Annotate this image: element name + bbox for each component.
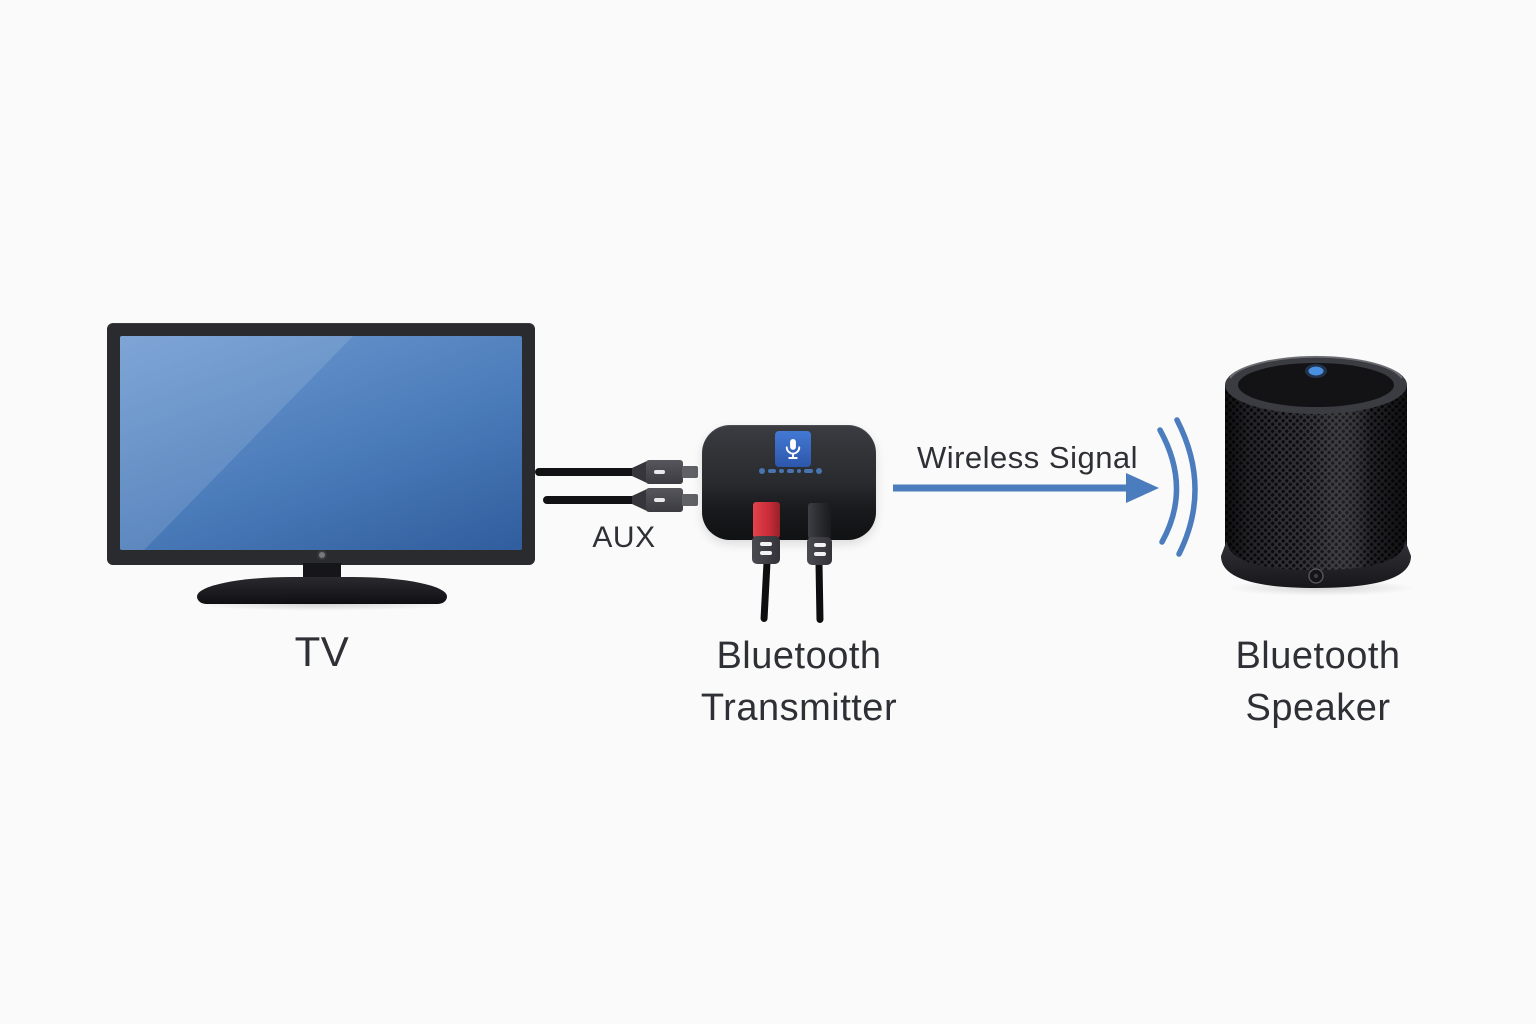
- indicator-lights: [759, 468, 822, 474]
- wave-arc-inner: [1157, 427, 1180, 545]
- tv-screen: [120, 336, 522, 550]
- tv-stand-base: [197, 577, 447, 604]
- indicator-mark: [787, 469, 794, 473]
- speaker-illustration: [1221, 355, 1411, 588]
- plug-sleeve-red: [752, 536, 780, 564]
- rca-cable-black: [815, 560, 824, 624]
- speaker-label-line1: Bluetooth: [1235, 635, 1401, 677]
- plug-sleeve-black: [807, 537, 832, 565]
- aux-connector-taper: [632, 489, 647, 511]
- aux-connector-body: [646, 488, 683, 512]
- transmitter-label-line2: Transmitter: [700, 687, 898, 729]
- microphone-glyph: [785, 439, 801, 459]
- wave-arc-outer: [1174, 417, 1198, 557]
- tv-shadow: [190, 597, 454, 611]
- speaker-label-line2: Speaker: [1245, 687, 1391, 729]
- transmitter-body: [702, 425, 876, 540]
- indicator-mark: [804, 469, 813, 473]
- rca-cable-red: [760, 559, 771, 623]
- aux-connector-tip: [682, 466, 698, 478]
- indicator-dot: [816, 468, 822, 474]
- aux-connector-body: [646, 460, 683, 484]
- speaker-base: [1221, 540, 1411, 588]
- speaker-top-face: [1238, 363, 1394, 407]
- tv-label: TV: [294, 628, 350, 675]
- speaker-label: Bluetooth Speaker: [1168, 630, 1468, 734]
- aux-connector-bottom: [632, 488, 698, 512]
- speaker-led: [1308, 366, 1324, 376]
- speaker-rim-highlight: [1229, 355, 1403, 379]
- arrow-head: [1126, 473, 1159, 503]
- aux-connector-taper: [632, 461, 647, 483]
- speaker-power-button-dot: [1313, 573, 1319, 579]
- aux-label: AUX: [592, 521, 656, 554]
- signal-arrow-icon: [893, 417, 1198, 557]
- microphone-icon: [775, 431, 811, 467]
- aux-cable-bottom: [543, 496, 637, 504]
- rca-plug-black: [808, 503, 831, 539]
- indicator-mark: [768, 469, 776, 473]
- aux-cable-top: [535, 468, 637, 476]
- aux-connector-tip: [682, 494, 698, 506]
- indicator-mark: [797, 469, 801, 473]
- wireless-signal-label: Wireless Signal: [916, 440, 1139, 475]
- transmitter-label-line1: Bluetooth: [716, 635, 882, 677]
- tv-illustration: [107, 323, 535, 565]
- transmitter-label: Bluetooth Transmitter: [649, 630, 949, 734]
- speaker-body-shading: [1225, 385, 1407, 573]
- tv-camera-dot: [317, 550, 327, 560]
- rca-plug-red: [753, 502, 780, 538]
- indicator-dot: [759, 468, 765, 474]
- aux-connector-top: [632, 460, 698, 484]
- indicator-mark: [779, 469, 784, 473]
